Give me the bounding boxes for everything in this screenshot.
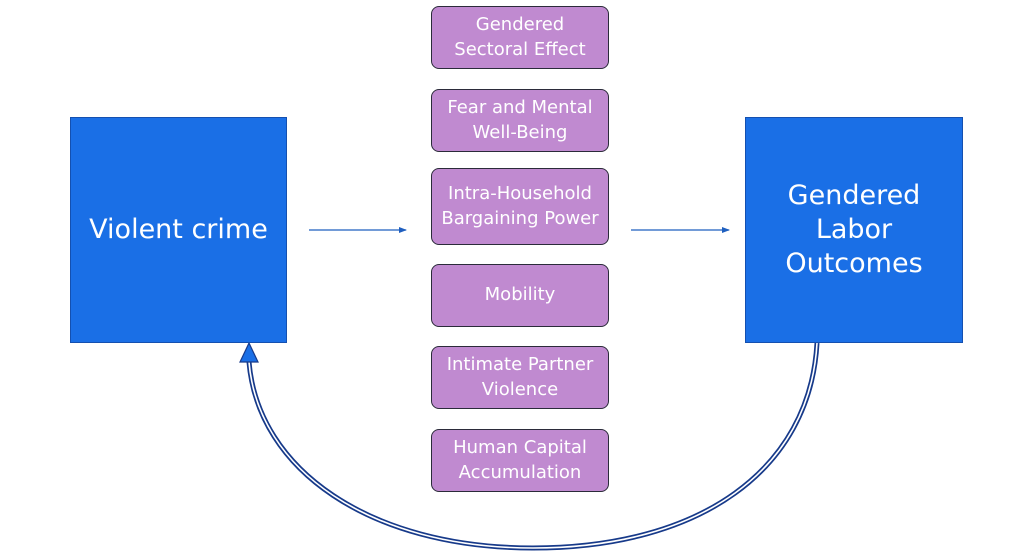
mechanism-mobility: Mobility <box>431 264 609 327</box>
mechanism-human-capital-accumulation: Human Capital Accumulation <box>431 429 609 492</box>
mechanism-label: Mobility <box>484 284 556 306</box>
gendered-labor-outcomes-label: Gendered Labor Outcomes <box>785 179 923 280</box>
feedback-arrowhead <box>239 341 259 363</box>
mechanism-intimate-partner-violence: Intimate Partner Violence <box>431 346 609 409</box>
mechanism-fear-mental-well-being: Fear and Mental Well-Being <box>431 89 609 152</box>
feedback-arrow <box>239 341 820 551</box>
mechanism-label: Intimate Partner Violence <box>446 353 594 400</box>
mechanism-label: Intra-Household Bargaining Power <box>441 182 599 229</box>
violent-crime-label: Violent crime <box>89 213 268 245</box>
gendered-labor-outcomes-box: Gendered Labor Outcomes <box>745 117 963 343</box>
mechanism-label: Human Capital Accumulation <box>453 436 587 483</box>
mechanism-gendered-sectoral-effect: Gendered Sectoral Effect <box>431 6 609 69</box>
mechanism-label: Gendered Sectoral Effect <box>454 13 586 60</box>
mechanism-intra-household-bargaining: Intra-Household Bargaining Power <box>431 168 609 245</box>
violent-crime-box: Violent crime <box>70 117 287 343</box>
mechanism-label: Fear and Mental Well-Being <box>447 96 593 143</box>
